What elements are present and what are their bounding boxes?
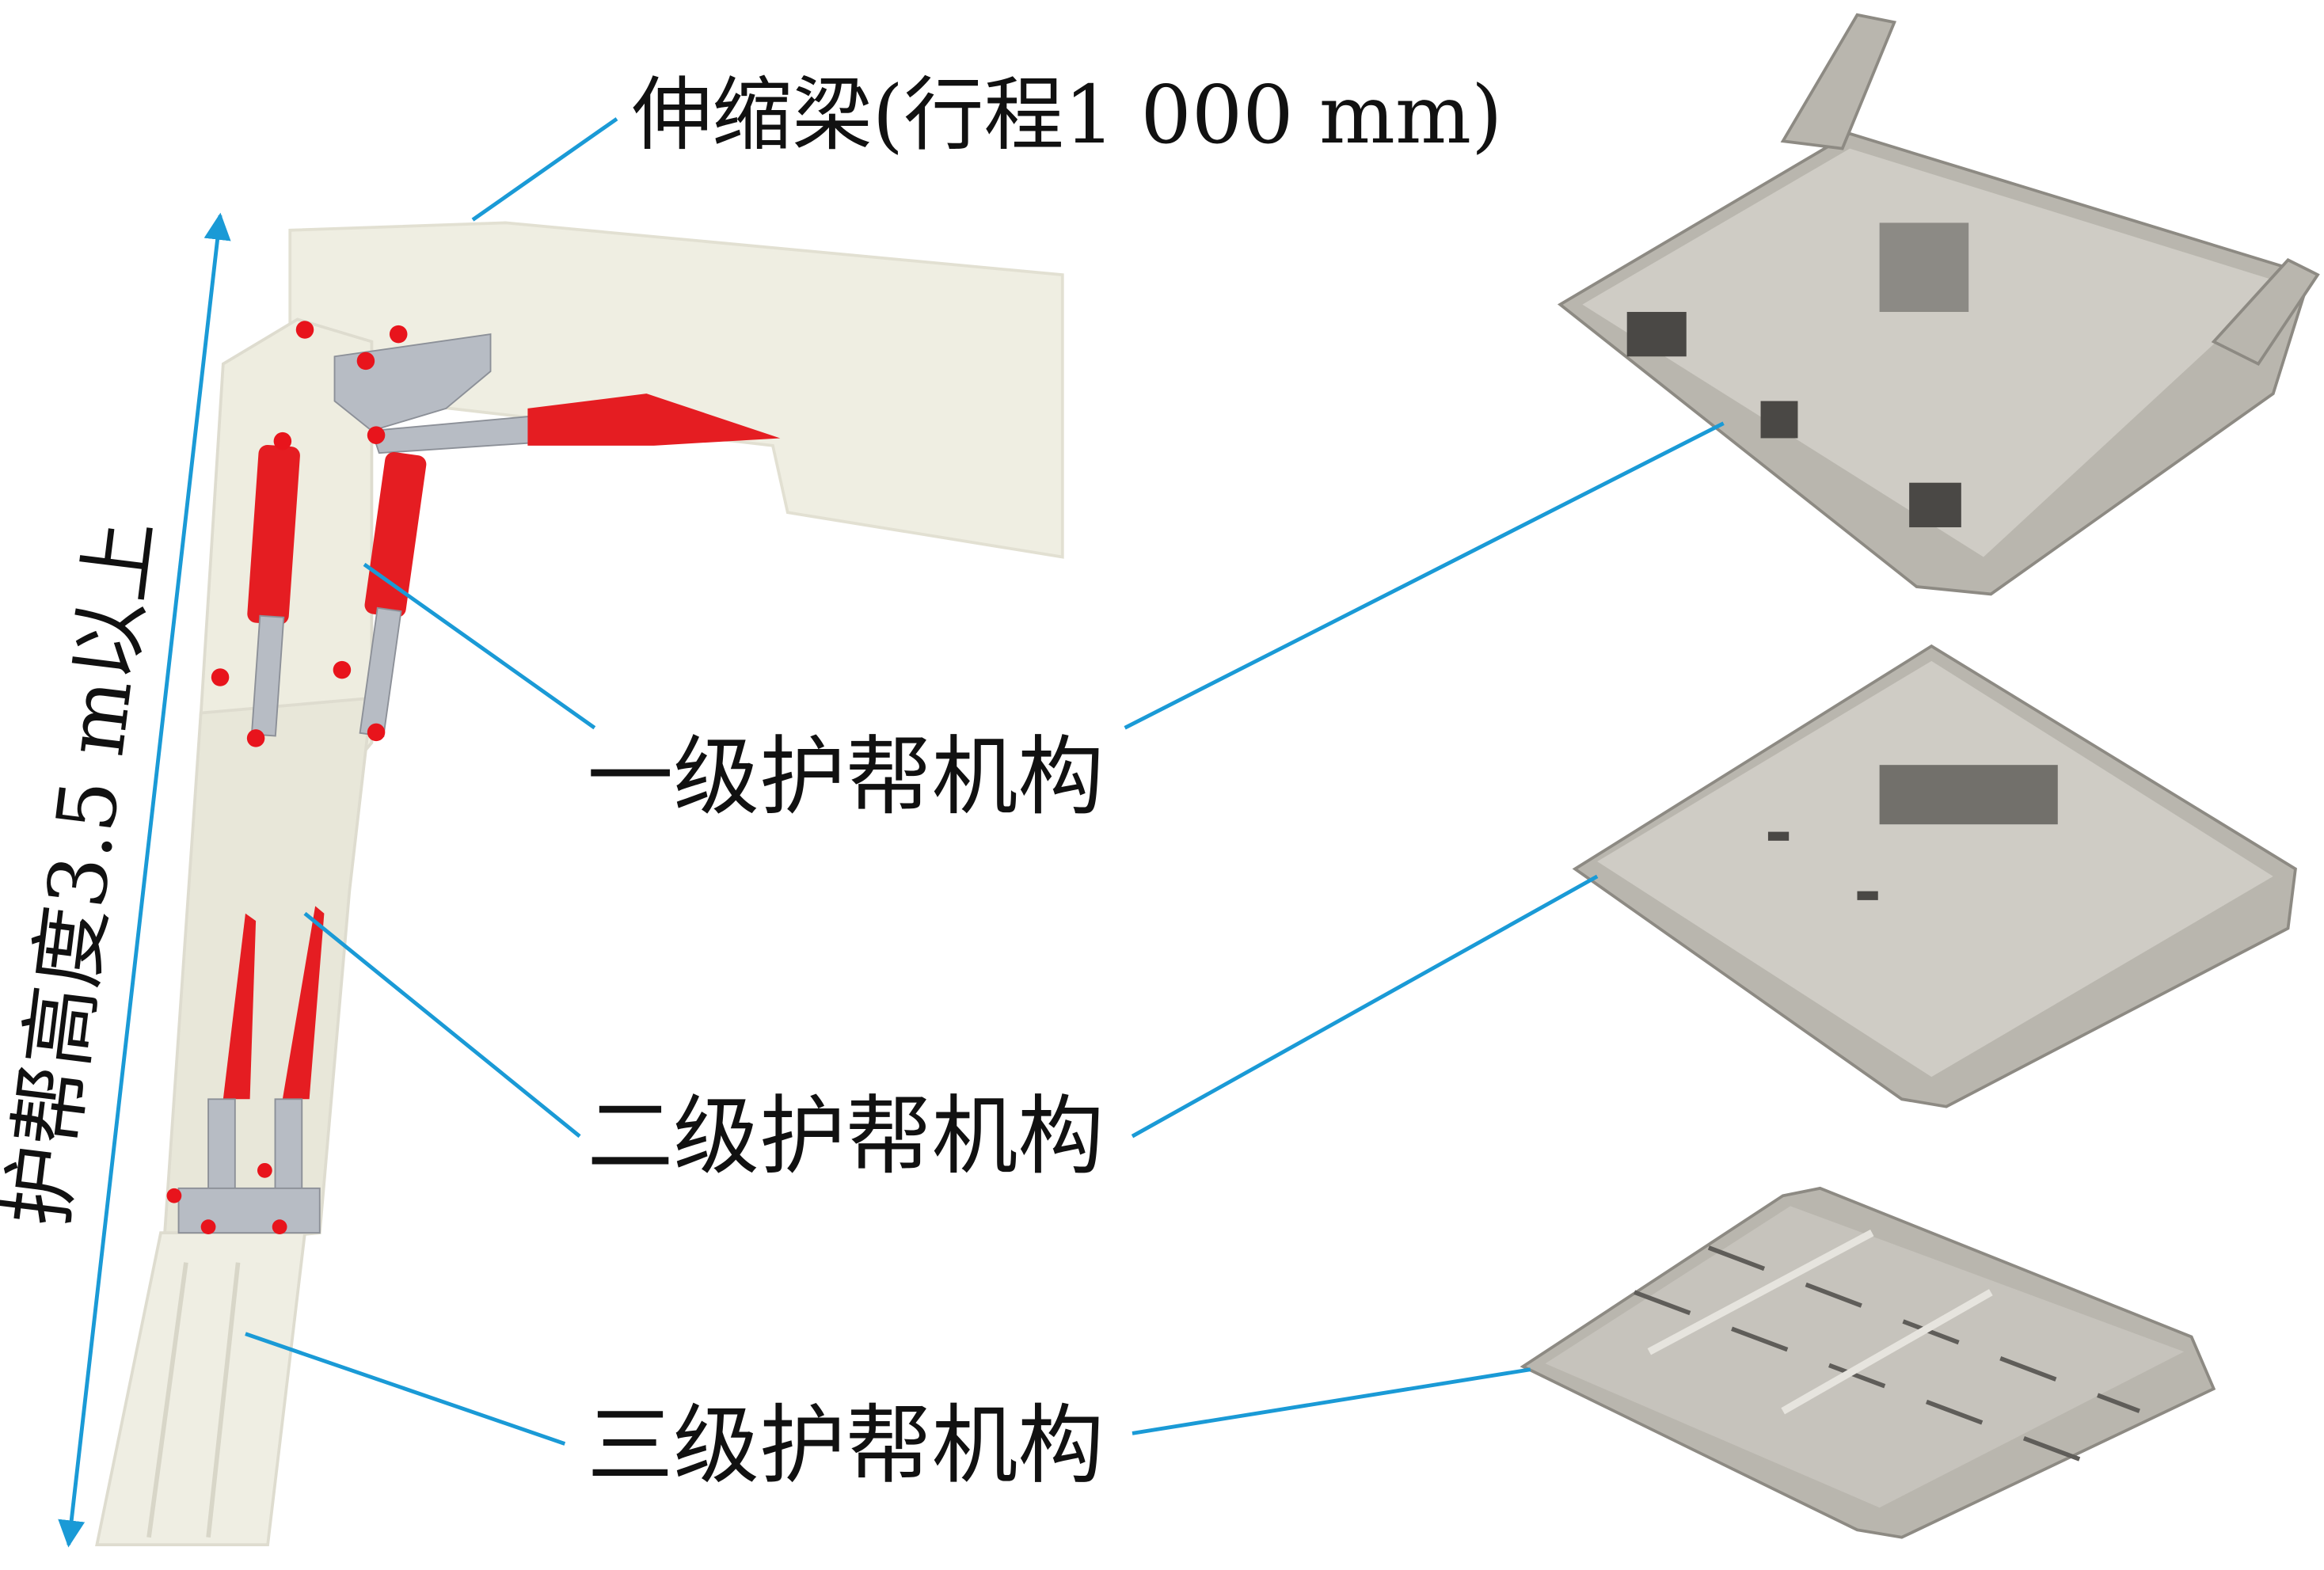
leader-level2-right xyxy=(1131,874,1599,1139)
level3-plate-3d xyxy=(1520,1186,2216,1539)
leader-telescopic-beam xyxy=(471,117,618,222)
label-level1: 一级护帮机构 xyxy=(587,727,1104,827)
cylinder xyxy=(223,913,257,1100)
top-cylinder xyxy=(527,393,781,446)
level2-plate-3d xyxy=(1572,644,2297,1108)
leader-level1-right xyxy=(1124,421,1725,730)
leader-level1-left xyxy=(363,562,596,730)
label-level2: 二级护帮机构 xyxy=(587,1086,1104,1187)
label-level3: 三级护帮机构 xyxy=(587,1395,1104,1496)
label-telescopic-beam: 伸缩梁(行程1 000 mm) xyxy=(632,68,1503,162)
height-arrow xyxy=(58,212,231,1548)
support-mechanism xyxy=(95,221,1064,1546)
leader-level3-right xyxy=(1132,1367,1531,1435)
level1-plate-3d xyxy=(1557,13,2320,596)
leader-level3-left xyxy=(245,1332,566,1446)
cylinder xyxy=(247,445,300,625)
pivot-pins xyxy=(166,321,408,1235)
level3-plate xyxy=(95,1231,307,1546)
cylinder xyxy=(282,906,325,1100)
leader-level2-left xyxy=(303,911,581,1139)
